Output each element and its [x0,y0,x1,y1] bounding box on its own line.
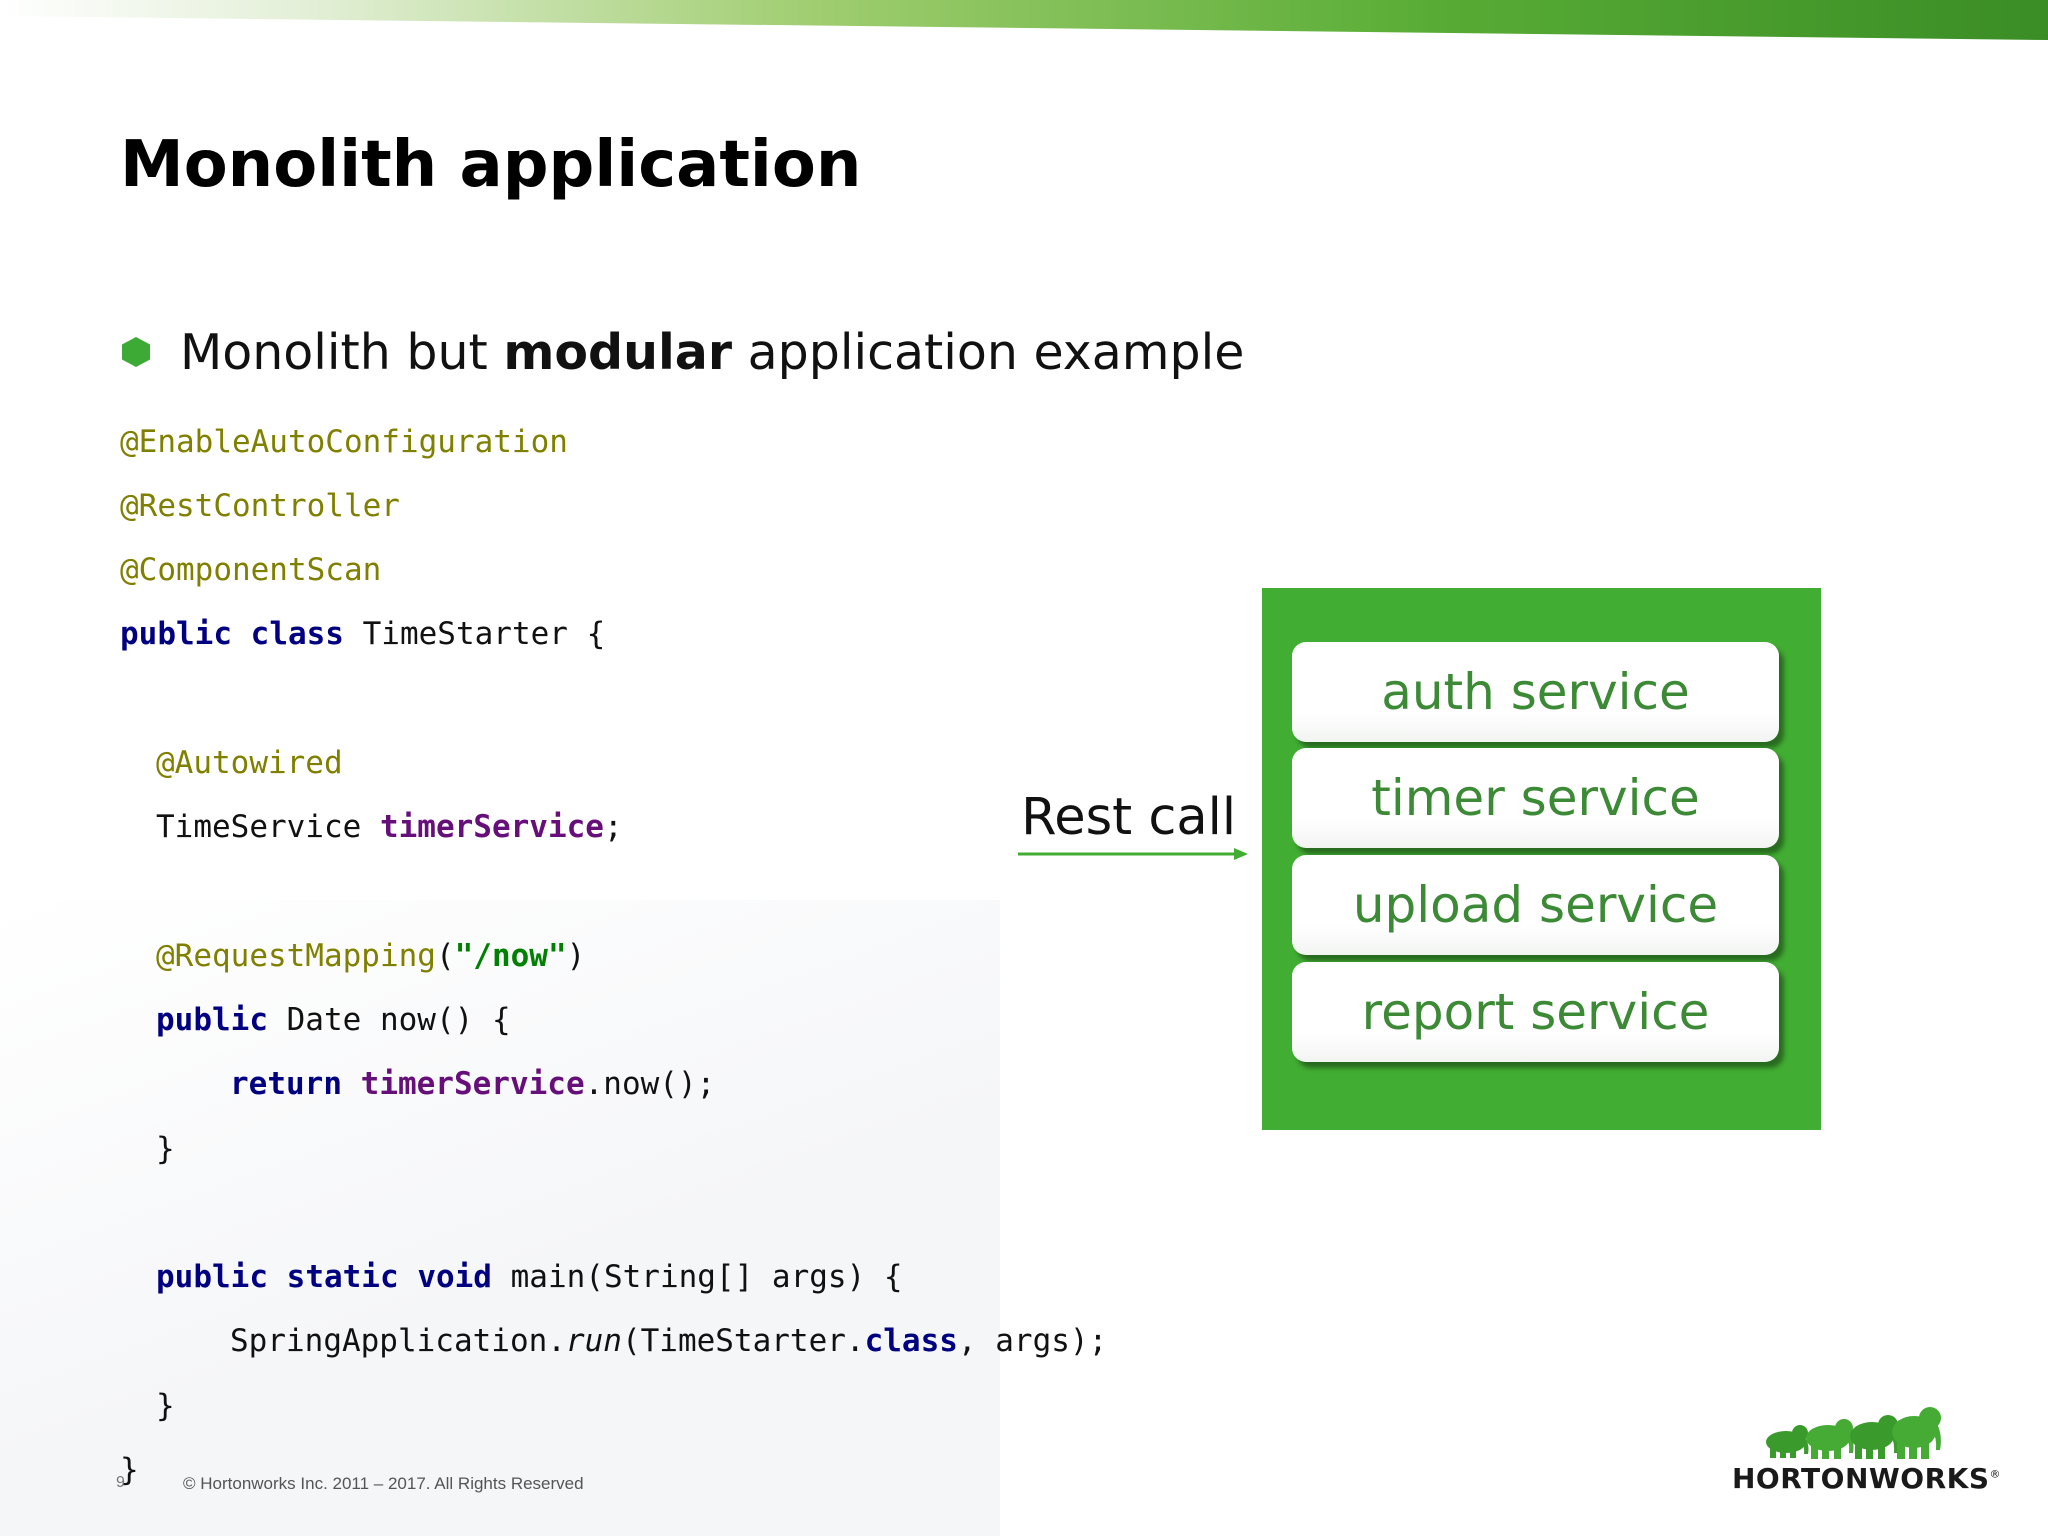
code-line-class-close: } [120,1450,139,1490]
code-token: main(String[] args) { [491,1259,903,1295]
code-line-return: return timerService.now(); [230,1064,715,1104]
service-label: timer service [1371,769,1700,827]
code-token: ( [435,938,455,974]
code-line-component-scan: @ComponentScan [120,550,381,590]
bullet-prefix: Monolith but [180,323,504,381]
method-token: run [565,1323,622,1359]
hortonworks-logo: HORTONWORKS® [1732,1400,2001,1500]
code-token: (TimeStarter. [621,1323,865,1359]
annotation-token: @ComponentScan [120,552,382,588]
code-line-method-close: } [156,1129,175,1169]
code-token: , args); [957,1323,1108,1359]
copyright-text: © Hortonworks Inc. 2011 – 2017. All Righ… [183,1474,584,1493]
string-token: "/now" [454,938,567,974]
service-card-upload: upload service [1292,855,1779,955]
keyword-token: class [864,1323,958,1359]
service-label: report service [1361,983,1710,1041]
keyword-token: return [230,1066,342,1102]
code-token: } [120,1452,139,1488]
annotation-token: @EnableAutoConfiguration [120,424,568,460]
rest-call-label: Rest call [1021,788,1236,847]
code-token: ; [603,809,623,845]
code-token: SpringApplication. [230,1323,566,1359]
service-label: auth service [1381,663,1690,721]
annotation-token: @Autowired [156,745,343,781]
keyword-token: class [250,616,344,652]
service-card-report: report service [1292,962,1779,1062]
code-token: } [156,1388,175,1424]
code-line-main-method: public static void main(String[] args) { [156,1257,903,1297]
bullet-emphasis: modular [503,323,733,381]
keyword-token: public [120,616,232,652]
field-token: timerService [360,1066,585,1102]
keyword-token: public [156,1259,268,1295]
code-block: @EnableAutoConfiguration @RestController… [120,0,1120,1536]
slide-title: Monolith application [120,128,862,202]
logo-text: HORTONWORKS [1732,1462,1990,1495]
annotation-token: @RequestMapping [156,938,436,974]
keyword-token: void [417,1259,492,1295]
keyword-token: static [286,1259,399,1295]
code-line-main-close: } [156,1386,175,1426]
code-token: Date now() { [267,1002,511,1038]
service-card-timer: timer service [1292,748,1779,848]
code-line-autowired: @Autowired [156,743,343,783]
code-line-rest-controller: @RestController [120,486,400,526]
keyword-token: public [156,1002,268,1038]
registered-mark: ® [1989,1467,2001,1481]
service-label: upload service [1352,876,1719,934]
code-line-request-mapping: @RequestMapping("/now") [156,936,585,976]
code-token: } [156,1131,175,1167]
code-line-spring-run: SpringApplication.run(TimeStarter.class,… [230,1321,1107,1361]
logo-wordmark: HORTONWORKS® [1732,1462,2001,1495]
code-line-now-method: public Date now() { [156,1000,511,1040]
service-card-auth: auth service [1292,642,1779,742]
code-line-field: TimeService timerService; [156,807,623,847]
annotation-token: @RestController [120,488,400,524]
code-token: .now(); [584,1066,716,1102]
field-token: timerService [379,809,604,845]
code-line-enable-auto-configuration: @EnableAutoConfiguration [120,422,568,462]
bullet-suffix: application example [732,323,1245,381]
code-token: ) [566,938,586,974]
elephants-logo-icon [1766,1407,1941,1459]
code-token: TimeService [156,809,380,845]
code-line-class-declaration: public class TimeStarter { [120,614,605,654]
page-number: 9 [116,1474,125,1491]
monolith-services-box: auth service timer service upload servic… [1262,588,1821,1130]
bullet-text: Monolith but modular application example [180,324,1244,381]
rest-call-arrow-icon [1018,848,1248,860]
code-token: TimeStarter { [343,616,606,652]
bullet-item: Monolith but modular application example [122,316,1244,388]
